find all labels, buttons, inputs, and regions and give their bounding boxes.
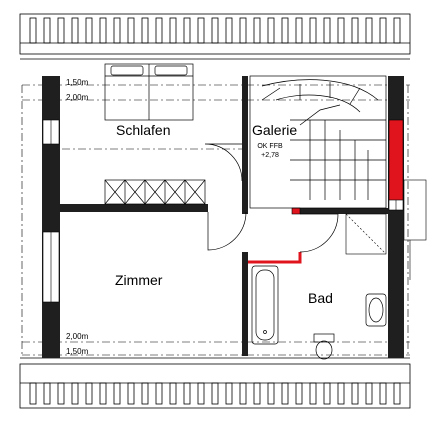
rafter bbox=[113, 382, 121, 405]
rafter bbox=[211, 17, 219, 44]
wardrobe bbox=[104, 179, 206, 205]
walls bbox=[42, 76, 404, 358]
dim-top-inner: 2,00m bbox=[66, 93, 89, 102]
rafter bbox=[253, 17, 261, 44]
rafter bbox=[43, 17, 51, 44]
rafter bbox=[183, 382, 191, 405]
rafter bbox=[57, 17, 65, 44]
rafter bbox=[71, 17, 79, 44]
rafter bbox=[309, 17, 317, 44]
rafter bbox=[99, 17, 107, 44]
wall-mid-horizontal bbox=[60, 204, 208, 212]
rafter bbox=[351, 17, 359, 44]
wall-right bbox=[388, 76, 404, 358]
rafter bbox=[141, 17, 149, 44]
rafter bbox=[281, 17, 289, 44]
rafter bbox=[225, 17, 233, 44]
bathtub bbox=[251, 265, 279, 345]
rafter bbox=[99, 382, 107, 405]
level-mark-value: +2,78 bbox=[261, 152, 279, 159]
rafter bbox=[309, 382, 317, 405]
knee-wall-lines bbox=[21, 84, 410, 356]
rafter bbox=[379, 382, 387, 405]
rafter bbox=[281, 382, 289, 405]
rafter bbox=[57, 382, 65, 405]
rafter bbox=[393, 17, 401, 44]
rafter bbox=[141, 382, 149, 405]
dim-bottom-inner: 2,00m bbox=[66, 332, 89, 341]
level-mark: OK FFB +2,78 bbox=[250, 142, 290, 160]
chimney bbox=[291, 119, 404, 215]
level-mark-label: OK FFB bbox=[257, 143, 283, 150]
bed bbox=[104, 63, 194, 121]
right-edge-elements bbox=[403, 179, 427, 280]
sink bbox=[365, 293, 387, 327]
chimney-bad-corner bbox=[248, 252, 302, 264]
rafter bbox=[337, 382, 345, 405]
rafter bbox=[183, 17, 191, 44]
rafter bbox=[127, 382, 135, 405]
rafter bbox=[365, 382, 373, 405]
rafter bbox=[71, 382, 79, 405]
room-label-bad: Bad bbox=[308, 290, 333, 306]
wall-galerie-left bbox=[242, 76, 248, 214]
windows-left bbox=[42, 119, 60, 303]
rafter bbox=[29, 17, 37, 44]
wall-bad-left bbox=[242, 252, 248, 356]
room-label-schlafen: Schlafen bbox=[116, 122, 171, 138]
rafter bbox=[211, 382, 219, 405]
rafter bbox=[323, 17, 331, 44]
room-label-galerie: Galerie bbox=[252, 122, 298, 138]
rafter bbox=[29, 382, 37, 405]
rafter bbox=[253, 382, 261, 405]
wall-bad-top bbox=[300, 208, 388, 214]
rafter bbox=[323, 382, 331, 405]
rafter bbox=[225, 382, 233, 405]
rafter bbox=[197, 17, 205, 44]
rafter bbox=[351, 382, 359, 405]
rafter bbox=[85, 382, 93, 405]
rafter bbox=[197, 382, 205, 405]
rafter bbox=[295, 382, 303, 405]
staircase bbox=[249, 75, 387, 209]
rafter bbox=[239, 17, 247, 44]
toilet bbox=[313, 333, 335, 360]
rafter bbox=[127, 17, 135, 44]
door-swings bbox=[204, 143, 339, 253]
rafter bbox=[267, 17, 275, 44]
roof-eaves-top bbox=[19, 13, 411, 60]
rafter bbox=[365, 17, 373, 44]
rafter bbox=[337, 17, 345, 44]
dim-top-outer: 1,50m bbox=[66, 78, 89, 87]
rafter bbox=[155, 17, 163, 44]
roof-eaves-bottom bbox=[19, 357, 411, 409]
rafter bbox=[393, 382, 401, 405]
rafter bbox=[85, 17, 93, 44]
shower bbox=[345, 213, 387, 255]
rafter bbox=[169, 382, 177, 405]
rafter bbox=[239, 382, 247, 405]
rafter bbox=[169, 17, 177, 44]
rafter bbox=[379, 17, 387, 44]
rafter bbox=[267, 382, 275, 405]
rafter bbox=[155, 382, 163, 405]
rafter bbox=[43, 382, 51, 405]
dim-bottom-outer: 1,50m bbox=[66, 347, 89, 356]
wall-left bbox=[42, 76, 60, 358]
rafter bbox=[295, 17, 303, 44]
rafter bbox=[113, 17, 121, 44]
room-label-zimmer: Zimmer bbox=[115, 272, 163, 288]
